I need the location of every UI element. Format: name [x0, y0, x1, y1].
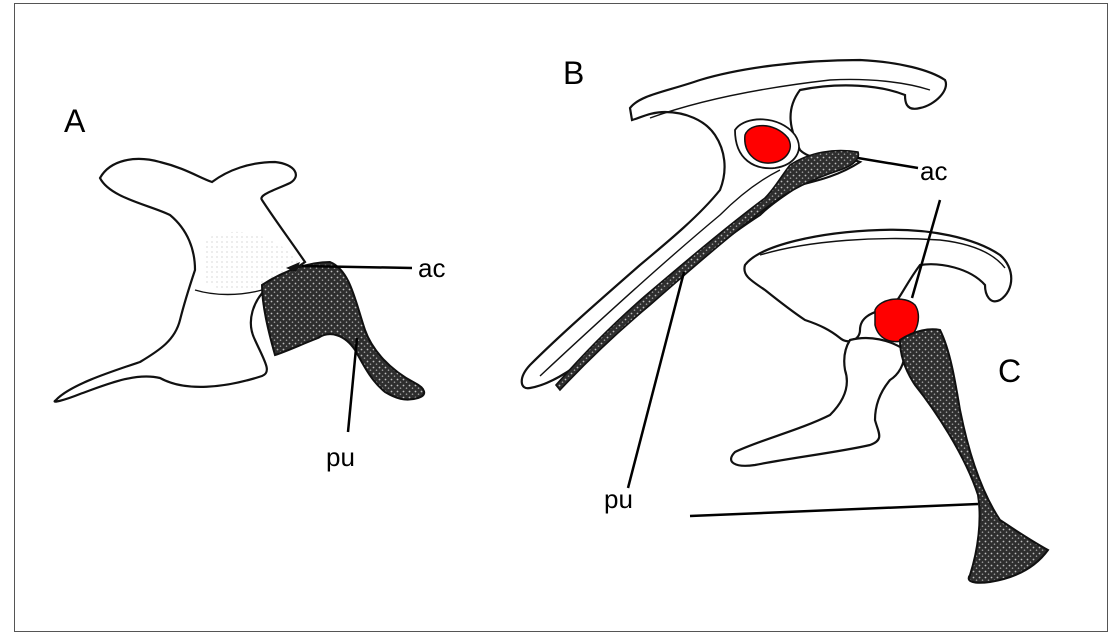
panel-a-pu-label: pu [326, 442, 355, 472]
panel-c-label: C [998, 353, 1021, 389]
panel-c-pelvis [731, 230, 1048, 583]
panel-b-label: B [563, 55, 584, 91]
panel-a-pu-leader [348, 338, 357, 432]
panel-a-ac-label: ac [418, 253, 445, 283]
panel-b-ac-label: ac [920, 156, 947, 186]
panel-c-pubis [900, 329, 1048, 582]
panel-c-pu-leader [690, 504, 978, 516]
panel-b-pu-label: pu [604, 484, 633, 514]
panel-a-pelvis [55, 159, 425, 402]
panel-c-ischium [731, 338, 905, 466]
panel-a-pubis [262, 262, 424, 400]
panel-b-ac-leader [858, 158, 918, 168]
panel-a-label: A [64, 103, 86, 139]
